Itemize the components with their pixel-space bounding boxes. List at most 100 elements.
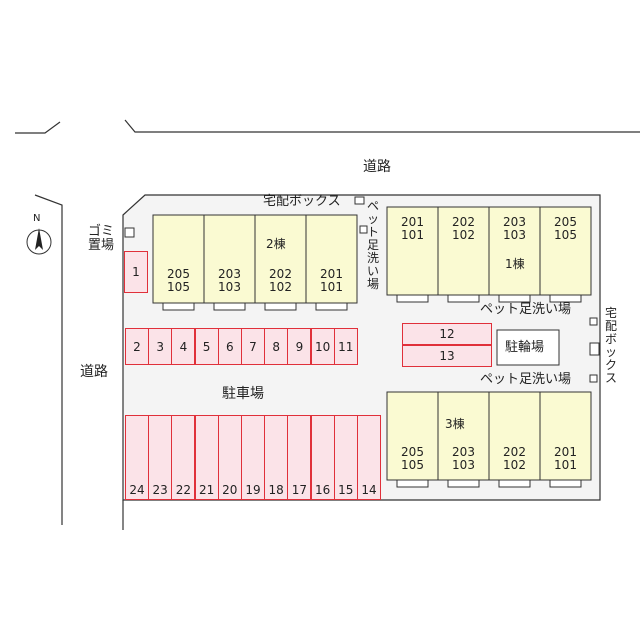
parking-stall: 22 [171, 415, 196, 500]
unit-block [539, 206, 592, 296]
unit-block [539, 391, 592, 481]
unit-number-lower: 101 [554, 458, 577, 472]
unit-number-upper: 203 [452, 445, 475, 459]
building-name: 2棟 [266, 237, 286, 251]
unit-number-upper: 201 [320, 267, 343, 281]
unit-number-lower: 103 [218, 280, 241, 294]
unit-number-upper: 205 [401, 445, 424, 459]
parking-stall: 16 [310, 415, 335, 500]
parking-stall: 13 [402, 345, 492, 367]
unit-tab [396, 479, 429, 488]
foot-wash-icon-mid [359, 225, 368, 234]
unit-number-upper: 203 [503, 215, 526, 229]
parking-stall: 21 [194, 415, 219, 500]
unit-number-lower: 103 [503, 228, 526, 242]
parking-stall: 17 [287, 415, 312, 500]
unit-number-upper: 205 [554, 215, 577, 229]
delivery-top-label: 宅配ボックス [263, 194, 341, 209]
unit-number-upper: 202 [503, 445, 526, 459]
unit-number-upper: 202 [452, 215, 475, 229]
road-left-label: 道路 [80, 364, 108, 380]
parking-stall: 14 [357, 415, 381, 500]
parking-stall: 23 [148, 415, 173, 500]
garbage-label: ゴミ置場 [88, 224, 115, 253]
parking-stall: 10 [310, 328, 335, 365]
foot-wash-mid-label: ペット足洗い場 [366, 199, 379, 291]
compass-north: N [33, 213, 41, 224]
parking-stall: 24 [125, 415, 149, 500]
unit-number-upper: 201 [401, 215, 424, 229]
foot-wash-icon-lower [589, 374, 598, 383]
unit-tab [549, 479, 582, 488]
unit-block [488, 391, 541, 481]
parking-stall: 8 [264, 328, 289, 365]
unit-block [305, 214, 358, 304]
road-top-label: 道路 [363, 159, 391, 175]
bicycle-label: 駐輪場 [505, 340, 545, 355]
unit-number-lower: 102 [452, 228, 475, 242]
parking-stall: 9 [287, 328, 312, 365]
road-edge-top [124, 119, 640, 133]
parking-stall: 2 [125, 328, 149, 365]
unit-tab [498, 294, 531, 303]
parking-stall: 20 [217, 415, 242, 500]
unit-block [152, 214, 205, 304]
garbage-box [124, 227, 135, 238]
parking-stall: 12 [402, 323, 492, 345]
parking-stall: 3 [148, 328, 173, 365]
unit-number-upper: 202 [269, 267, 292, 281]
unit-tab [315, 302, 348, 311]
delivery-box-top-icon [354, 196, 365, 205]
unit-tab [396, 294, 429, 303]
building-layer [152, 206, 592, 488]
parking-stall: 4 [171, 328, 196, 365]
unit-number-lower: 103 [452, 458, 475, 472]
unit-number-lower: 105 [401, 458, 424, 472]
bicycle-parking [496, 329, 560, 366]
parking-stall: 5 [194, 328, 219, 365]
unit-tab [162, 302, 195, 311]
building-name: 3棟 [445, 417, 465, 431]
unit-tab [447, 294, 480, 303]
foot-wash-right-label: ペット足洗い場 [480, 302, 572, 317]
unit-tab [498, 479, 531, 488]
parking-stall: 11 [333, 328, 358, 365]
unit-tab [213, 302, 246, 311]
parking-stall: 19 [241, 415, 265, 500]
unit-number-lower: 105 [167, 280, 190, 294]
unit-number-upper: 201 [554, 445, 577, 459]
road-edge-west [34, 194, 63, 525]
unit-number-upper: 205 [167, 267, 190, 281]
parking-stall: 6 [217, 328, 242, 365]
unit-tab [447, 479, 480, 488]
parking-stall: 18 [264, 415, 289, 500]
unit-number-lower: 101 [401, 228, 424, 242]
unit-number-lower: 102 [503, 458, 526, 472]
road-edge-left [15, 121, 61, 134]
parking-stall: 1 [124, 251, 148, 293]
unit-number-lower: 101 [320, 280, 343, 294]
unit-block [488, 206, 541, 296]
compass-icon [26, 228, 52, 255]
unit-tab [549, 294, 582, 303]
unit-tab [264, 302, 297, 311]
unit-number-upper: 203 [218, 267, 241, 281]
unit-block [386, 391, 439, 481]
delivery-right-label: 宅配ボックス [604, 306, 617, 385]
unit-block [254, 214, 307, 304]
unit-number-lower: 105 [554, 228, 577, 242]
foot-wash-lower-label: ペット足洗い場 [480, 372, 572, 387]
